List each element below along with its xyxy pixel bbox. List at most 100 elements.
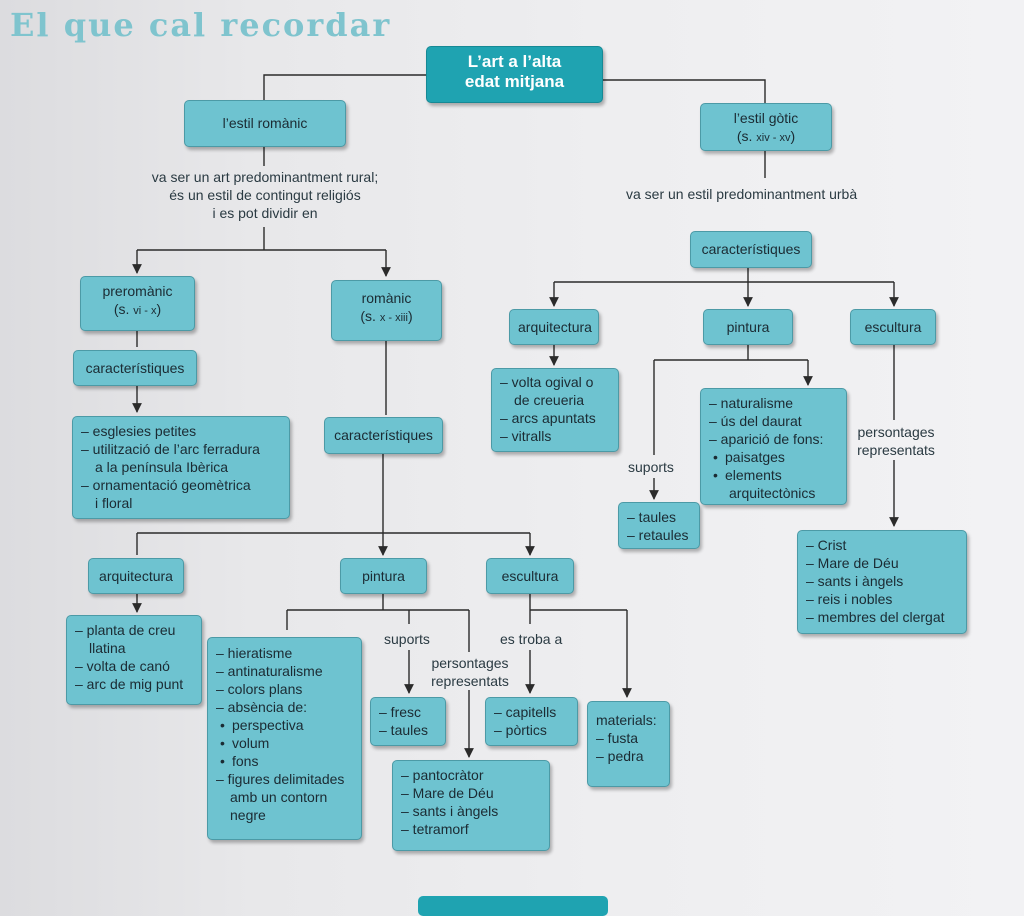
list-item: – Crist [806, 537, 847, 553]
romanic-escultura-label: escultura [501, 568, 559, 584]
root-line-1: L’art a l’alta [467, 52, 562, 71]
romanic-pintura-list: – hieratisme – antinaturalisme – colors … [207, 637, 362, 840]
romanic-description: va ser un art predominantment rural; és … [124, 168, 406, 222]
romanic-personatges-list: – pantocràtor – Mare de Déu – sants i àn… [392, 760, 550, 851]
section-heading: El que cal recordar [10, 6, 392, 44]
romanic-period-range: (s. x - xiii) [360, 308, 413, 324]
romanic-characteristics-text: característiques [334, 427, 433, 443]
list-item: llatina [89, 640, 126, 656]
list-item: – Mare de Déu [806, 555, 899, 571]
romanic-escultura-node: escultura [486, 558, 574, 594]
list-item: – taules [379, 722, 429, 738]
list-item: – utilització de l’arc ferradura [81, 441, 260, 457]
romanic-description-line: va ser un art predominantment rural; [151, 169, 379, 185]
list-item: – reis i nobles [806, 591, 893, 607]
gotic-arquitectura-node: arquitectura [509, 309, 599, 345]
list-item: – arc de mig punt [75, 676, 184, 692]
connector [263, 74, 426, 100]
bullet-item: perspectiva [216, 716, 353, 734]
gotic-arquitectura-label: arquitectura [518, 319, 592, 335]
list-item: – taules [627, 509, 677, 525]
romanic-period-title: romànic [361, 290, 412, 306]
list-item: – arcs apuntats [500, 410, 596, 426]
romanic-es-troba-list: – capitells – pòrtics [485, 697, 578, 746]
list-item: – ornamentació geomètrica [81, 477, 251, 493]
romanic-characteristics-label: característiques [324, 417, 443, 454]
preromanic-characteristics-text: característiques [85, 360, 185, 376]
list-item: – volta ogival o [500, 374, 594, 390]
gotic-characteristics-label: característiques [690, 231, 812, 268]
preromanic-characteristics-label: característiques [73, 350, 197, 386]
list-item: – vitralls [500, 428, 552, 444]
list-item: – membres del clergat [806, 609, 945, 625]
gotic-style-node: l’estil gòtic (s. xiv - xv) [700, 103, 832, 151]
romanic-suports-label: suports [384, 631, 430, 647]
list-item: – sants i àngels [401, 803, 499, 819]
list-item: a la península Ibèrica [95, 459, 229, 475]
gotic-escultura-label: escultura [864, 319, 922, 335]
bullet-item: elements [709, 466, 838, 484]
romanic-arquitectura-label: arquitectura [99, 568, 173, 584]
romanic-description-line: i es pot dividir en [212, 205, 318, 221]
list-item: materials: [596, 712, 657, 728]
romanic-arquitectura-list: – planta de creu llatina – volta de canó… [66, 615, 202, 705]
preromanic-characteristics-list: – esglesies petites – utilització de l’a… [72, 416, 290, 519]
romanic-style-title: l’estil romànic [222, 115, 308, 131]
list-item: – esglesies petites [81, 423, 197, 439]
list-item: – aparició de fons: [709, 431, 824, 447]
gotic-arquitectura-list: – volta ogival o de creueria – arcs apun… [491, 368, 619, 452]
root-node: L’art a l’alta edat mitjana [426, 46, 603, 103]
list-item: – retaules [627, 527, 689, 543]
romanic-suports-list: – fresc – taules [370, 697, 446, 746]
gotic-personatges-line: representats [857, 442, 935, 458]
romanic-period-node: romànic (s. x - xiii) [331, 280, 442, 341]
gotic-description: va ser un estil predominantment urbà [626, 186, 858, 202]
preromanic-title: preromànic [102, 283, 173, 299]
gotic-pintura-label: pintura [726, 319, 770, 335]
list-item: – pedra [596, 748, 644, 764]
connector [603, 79, 766, 103]
gotic-pintura-node: pintura [703, 309, 793, 345]
gotic-personatges-label: persontages representats [846, 423, 946, 459]
list-item: i floral [95, 495, 133, 511]
romanic-es-troba-label: es troba a [500, 631, 563, 647]
list-item: – naturalisme [709, 395, 794, 411]
list-item: – volta de canó [75, 658, 170, 674]
romanic-style-node: l’estil romànic [184, 100, 346, 147]
list-item: amb un contorn [230, 789, 328, 805]
gotic-suports-label: suports [628, 459, 674, 475]
list-item: – pantocràtor [401, 767, 484, 783]
gotic-personatges-list: – Crist – Mare de Déu – sants i àngels –… [797, 530, 967, 634]
list-item: – colors plans [216, 681, 303, 697]
gotic-characteristics-text: característiques [701, 241, 801, 257]
romanic-pintura-node: pintura [340, 558, 427, 594]
gotic-escultura-node: escultura [850, 309, 936, 345]
list-item: – pòrtics [494, 722, 547, 738]
list-item: – fusta [596, 730, 639, 746]
list-item: – tetramorf [401, 821, 469, 837]
list-item: – absència de: [216, 699, 308, 715]
gotic-personatges-line: persontages [857, 424, 935, 440]
list-item: – figures delimitades [216, 771, 345, 787]
preromanic-period: (s. vi - x) [113, 301, 162, 317]
romanic-pintura-label: pintura [362, 568, 405, 584]
bullet-item: paisatges [709, 448, 838, 466]
list-item: – antinaturalisme [216, 663, 323, 679]
list-item: arquitectònics [729, 485, 816, 501]
romanic-personatges-label: persontages representats [420, 654, 520, 690]
list-item: de creueria [514, 392, 585, 408]
gotic-style-title: l’estil gòtic [733, 110, 799, 126]
list-item: – fresc [379, 704, 422, 720]
romanic-description-line: és un estil de contingut religiós [169, 187, 361, 203]
list-item: – planta de creu [75, 622, 176, 638]
next-section-tab [418, 896, 608, 916]
list-item: – hieratisme [216, 645, 293, 661]
gotic-period: (s. xiv - xv) [736, 128, 796, 144]
list-item: – capitells [494, 704, 557, 720]
list-item: – ús del daurat [709, 413, 802, 429]
list-item: – Mare de Déu [401, 785, 494, 801]
list-item: negre [230, 807, 266, 823]
romanic-personatges-line: persontages [431, 655, 509, 671]
romanic-materials-list: materials: – fusta – pedra [587, 701, 670, 787]
